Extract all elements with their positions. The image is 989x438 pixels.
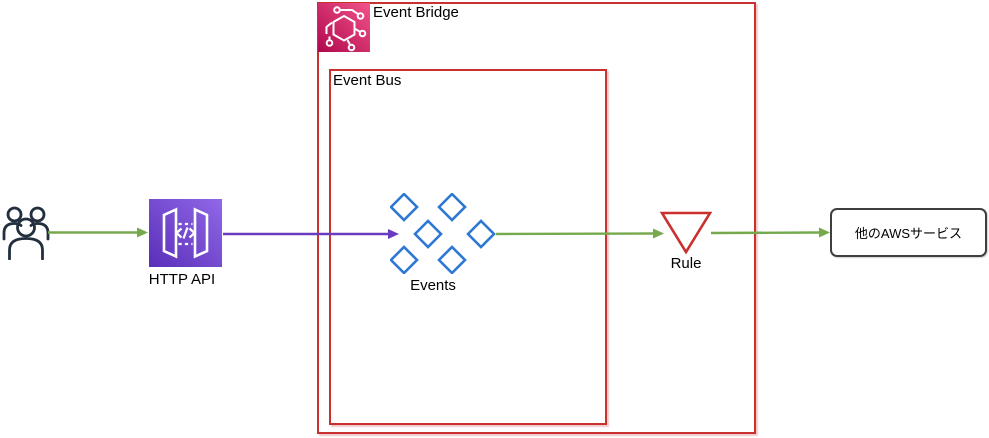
event-bridge-label: Event Bridge [373, 4, 459, 21]
users-icon [2, 206, 50, 260]
events-label: Events [410, 277, 456, 294]
rule-label: Rule [670, 255, 702, 272]
event-bridge-container [317, 2, 756, 434]
other-aws-services-box: 他のAWSサービス [830, 208, 987, 257]
http-api-icon [149, 199, 222, 267]
event-bus-label: Event Bus [333, 72, 402, 89]
http-api-label: HTTP API [148, 271, 216, 288]
eventbridge-icon [318, 3, 370, 52]
event-diamonds-icon [390, 193, 496, 274]
rule-triangle-icon [659, 211, 713, 255]
other-aws-services-label: 他のAWSサービス [854, 226, 963, 241]
event-bus-container [329, 69, 607, 425]
arrow-users-to-http-api [48, 227, 148, 238]
